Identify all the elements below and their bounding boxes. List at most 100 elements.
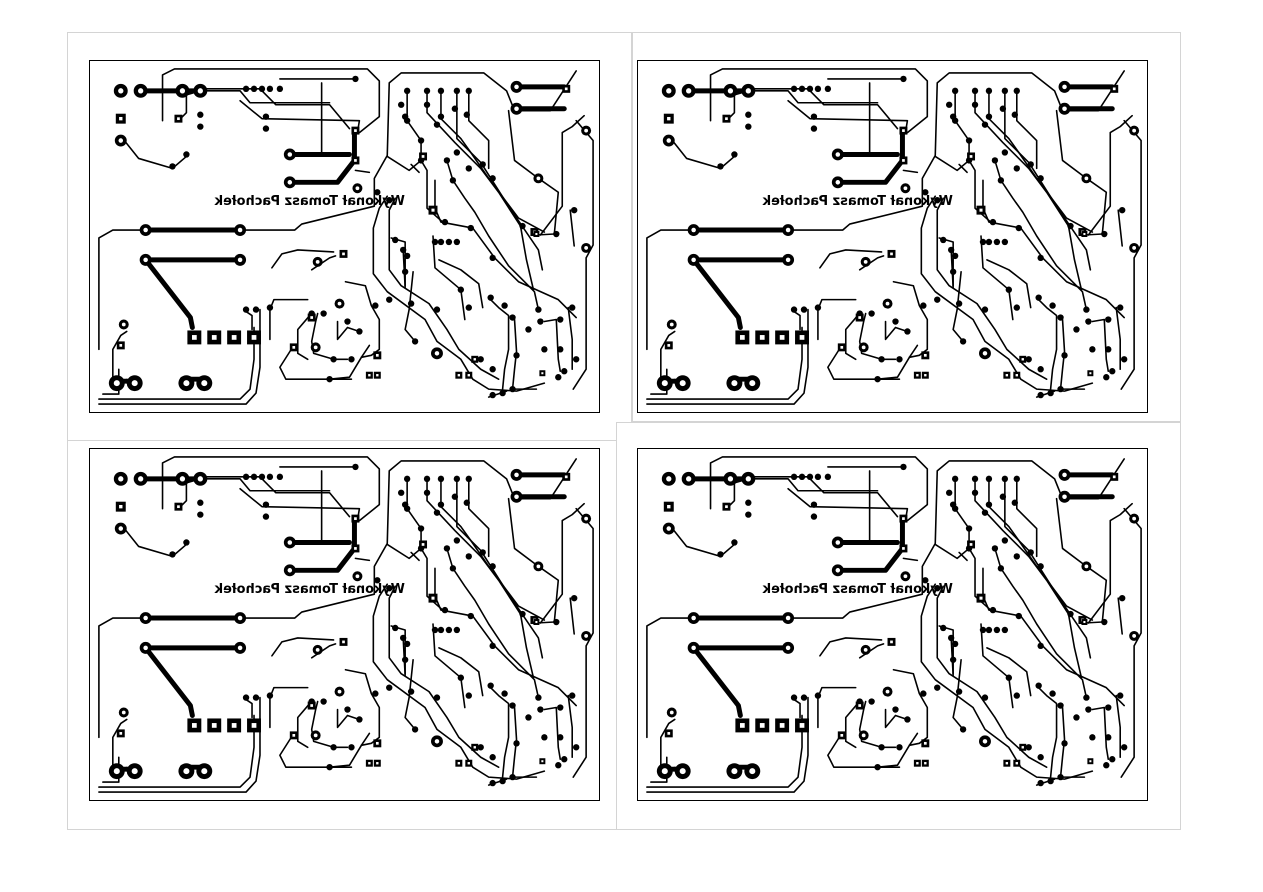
- thin-trace: [511, 706, 538, 778]
- via: [989, 218, 997, 226]
- via: [1047, 389, 1054, 397]
- thin-trace: [572, 507, 594, 778]
- via: [814, 692, 822, 699]
- via: [989, 606, 997, 614]
- via: [920, 302, 927, 309]
- via: [555, 374, 562, 381]
- via: [183, 151, 190, 158]
- via: [981, 121, 989, 128]
- via: [971, 475, 979, 483]
- thin-trace: [793, 310, 801, 331]
- drill-hole: [354, 517, 357, 520]
- via: [814, 304, 822, 311]
- via: [1117, 692, 1124, 699]
- thin-trace: [386, 155, 422, 172]
- via: [183, 539, 190, 546]
- thin-trace: [858, 312, 897, 361]
- via: [197, 499, 204, 506]
- thin-trace: [98, 696, 261, 793]
- thin-trace: [660, 330, 676, 382]
- drill-hole: [457, 762, 461, 765]
- thin-trace: [489, 686, 510, 778]
- via: [463, 499, 470, 506]
- via: [509, 314, 516, 321]
- via: [541, 346, 548, 353]
- thin-trace: [669, 525, 736, 558]
- drill-hole: [667, 116, 671, 121]
- drill-hole: [1089, 372, 1092, 375]
- drill-hole: [731, 380, 738, 387]
- thin-trace: [199, 476, 351, 518]
- via: [1105, 346, 1112, 353]
- thin-trace: [986, 259, 1032, 309]
- via: [372, 302, 379, 309]
- drill-hole: [143, 615, 148, 621]
- thin-trace: [336, 708, 361, 729]
- drill-hole: [584, 128, 589, 133]
- via: [197, 511, 204, 518]
- thin-trace: [386, 543, 422, 560]
- drill-hole: [376, 762, 379, 765]
- drill-hole: [310, 316, 314, 319]
- thin-trace: [709, 456, 929, 522]
- via: [1037, 391, 1044, 399]
- via: [320, 310, 327, 317]
- thin-trace: [1117, 597, 1123, 635]
- via: [993, 238, 1001, 246]
- via: [1005, 674, 1013, 681]
- thin-trace: [467, 478, 490, 558]
- drill-hole: [179, 88, 186, 94]
- drill-hole: [138, 88, 144, 94]
- drill-hole: [292, 734, 296, 737]
- drill-hole: [536, 176, 541, 181]
- thin-trace: [709, 68, 929, 134]
- via: [951, 252, 959, 260]
- drill-hole: [902, 159, 905, 162]
- thin-trace: [569, 597, 575, 635]
- drill-hole: [237, 257, 243, 263]
- drill-hole: [1089, 760, 1092, 763]
- thin-trace: [121, 525, 188, 558]
- drill-hole: [355, 186, 360, 191]
- drill-hole: [785, 615, 791, 621]
- drill-hole: [759, 723, 765, 728]
- via: [433, 306, 441, 313]
- via: [731, 539, 738, 546]
- via: [352, 463, 359, 471]
- thin-trace: [539, 502, 585, 624]
- via: [374, 189, 381, 196]
- via: [252, 306, 260, 313]
- thin-trace: [958, 163, 968, 174]
- thin-trace: [892, 668, 929, 747]
- via: [810, 501, 818, 508]
- power-trace: [691, 257, 743, 330]
- via: [431, 238, 439, 246]
- drill-hole: [1083, 232, 1086, 236]
- via: [499, 389, 506, 397]
- drill-hole: [251, 335, 257, 340]
- drill-hole: [467, 374, 470, 377]
- via: [1057, 773, 1064, 781]
- thin-trace: [271, 249, 335, 269]
- thin-trace: [404, 271, 416, 343]
- via: [947, 246, 955, 254]
- via: [922, 189, 929, 196]
- via: [374, 577, 381, 584]
- via: [356, 716, 363, 723]
- drill-hole: [368, 762, 371, 765]
- thin-trace: [884, 708, 909, 729]
- drill-hole: [337, 301, 342, 306]
- drill-hole: [785, 645, 791, 651]
- via: [397, 101, 405, 108]
- drill-hole: [197, 88, 203, 94]
- thin-trace: [876, 344, 919, 380]
- via: [537, 318, 544, 325]
- thin-trace: [98, 308, 261, 405]
- via: [501, 690, 508, 697]
- drill-hole: [1084, 176, 1089, 181]
- power-trace: [143, 257, 195, 330]
- via: [465, 165, 472, 172]
- via: [330, 744, 337, 751]
- thin-trace: [968, 159, 994, 225]
- via: [417, 137, 425, 144]
